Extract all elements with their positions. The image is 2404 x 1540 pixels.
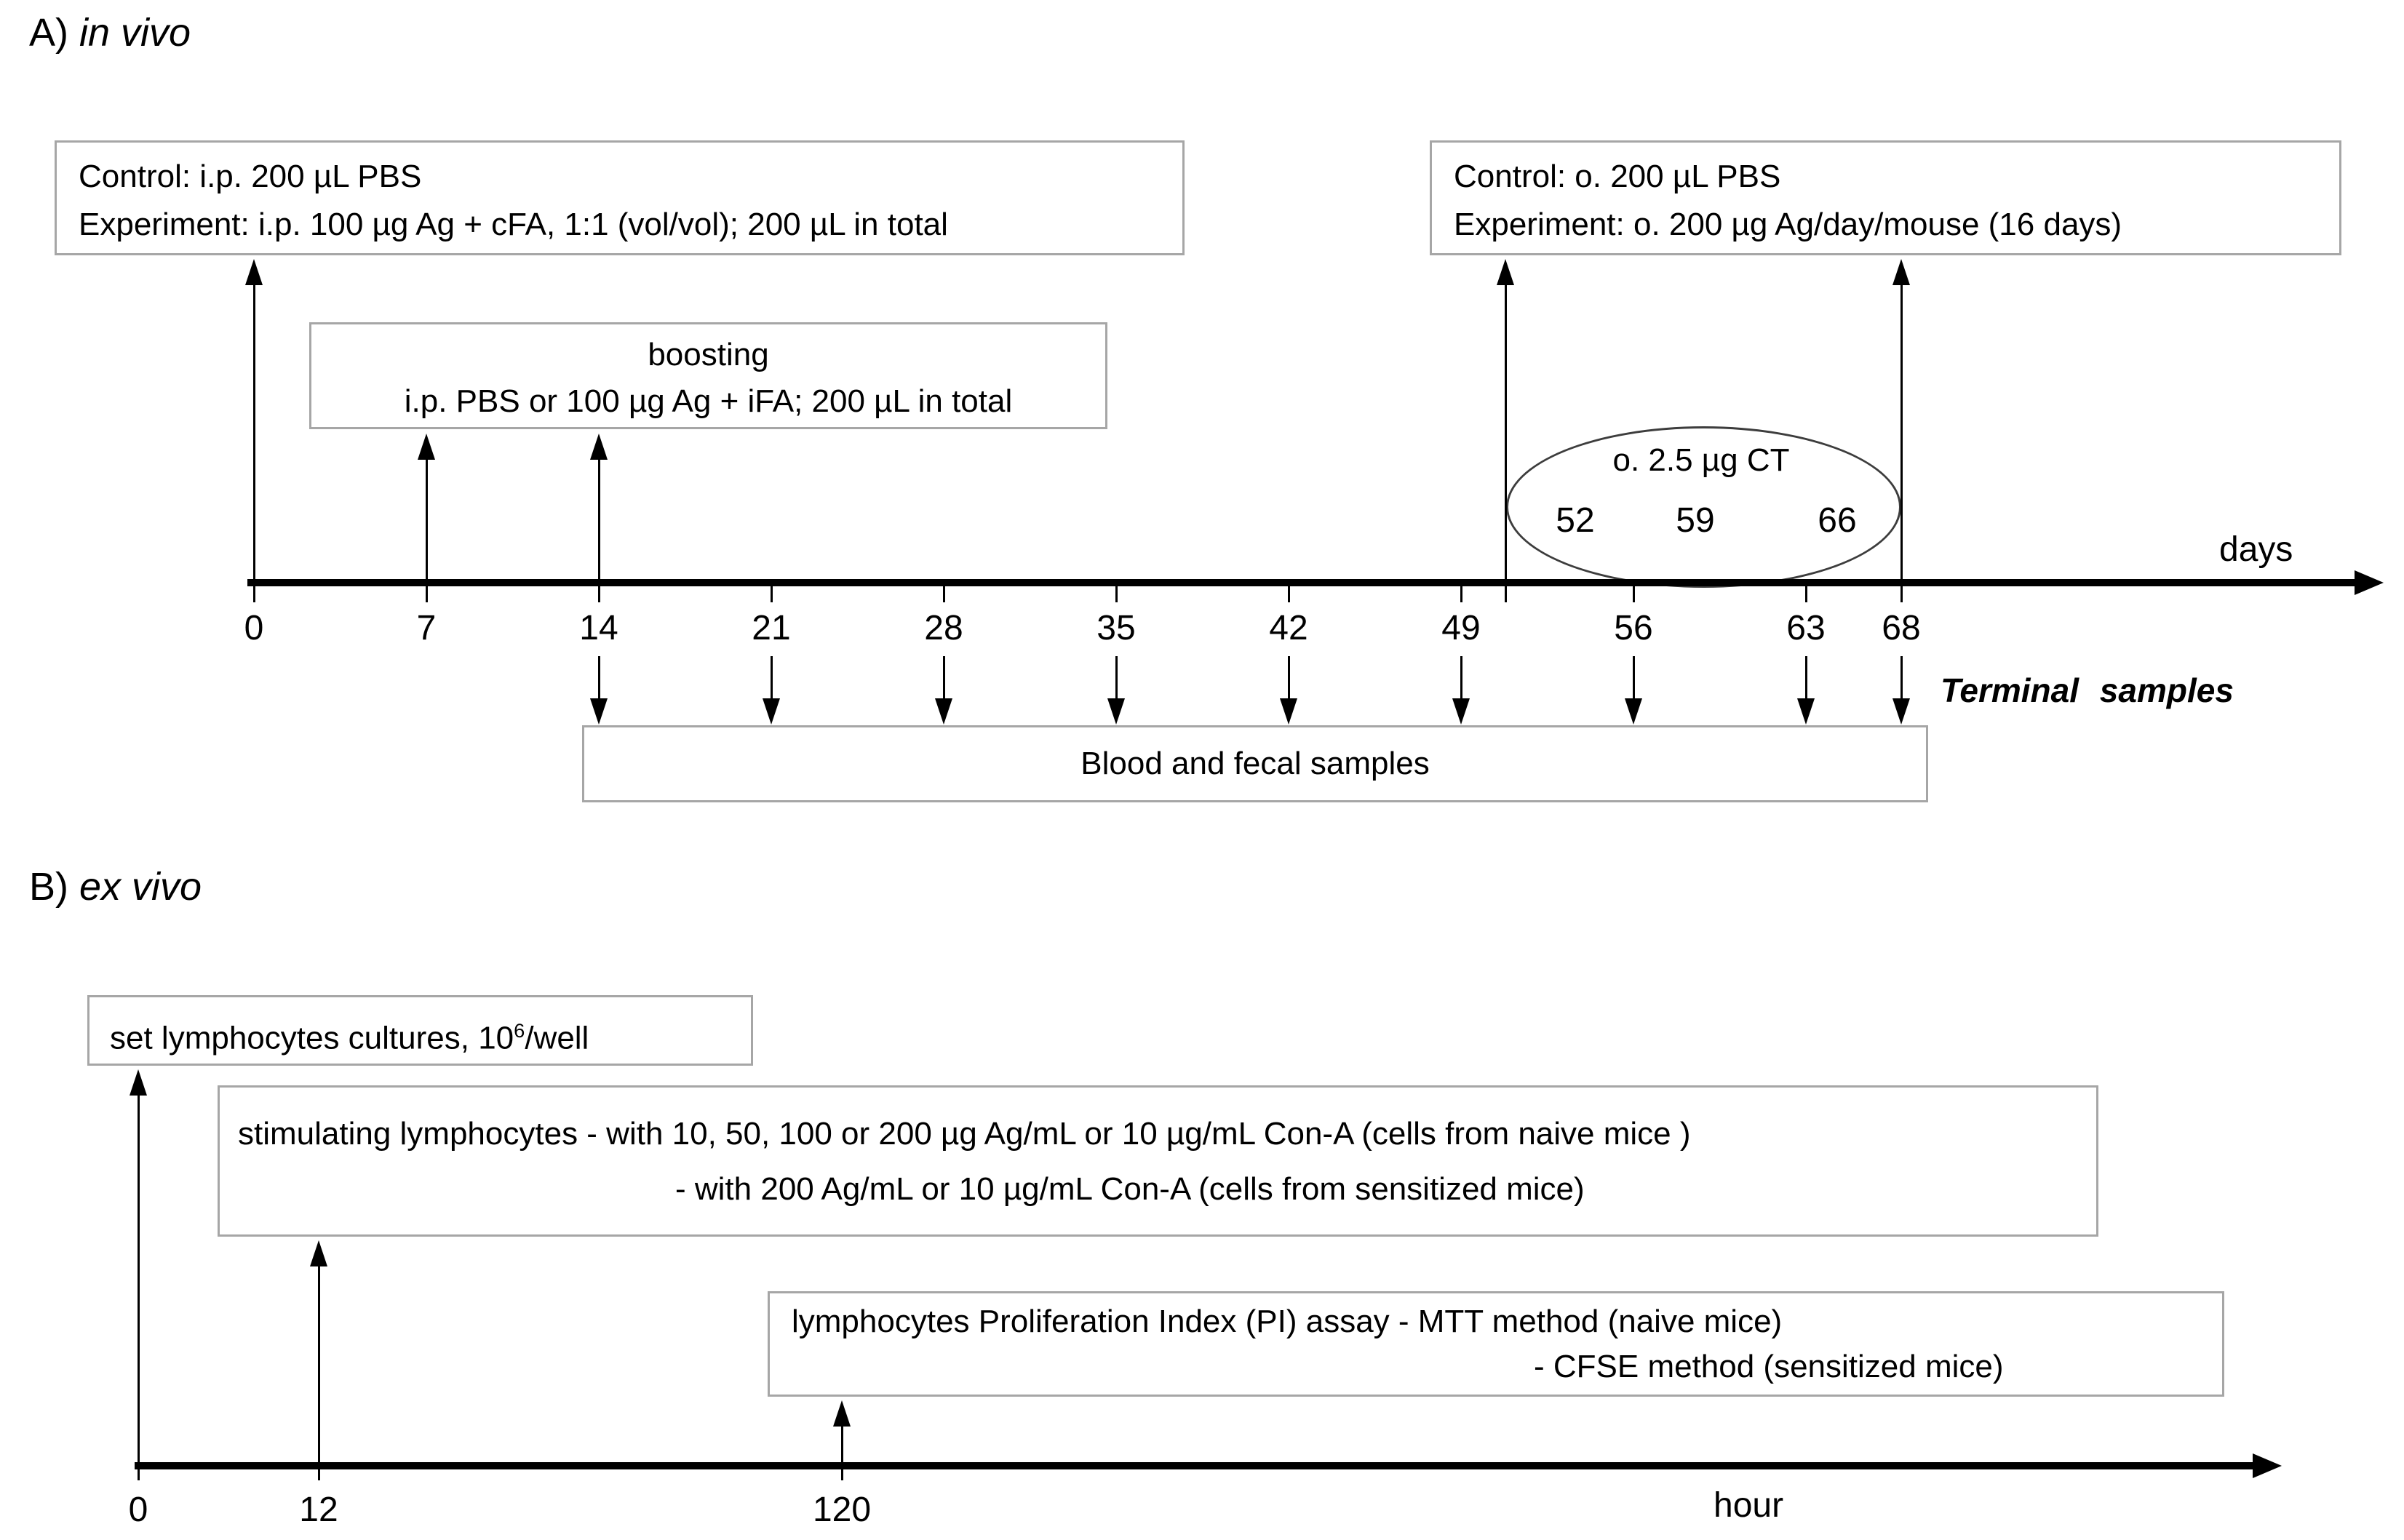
oral-line2: Experiment: o. 200 µg Ag/day/mouse (16 d… — [1454, 207, 2122, 242]
arrow-day14-line — [598, 457, 600, 602]
arrow-hour0-line — [138, 1093, 140, 1480]
sample-arrow-42-head-icon — [1280, 698, 1297, 725]
cultures-text-pre: set lymphocytes cultures, 10 — [110, 1020, 514, 1056]
oral-line1: Control: o. 200 µL PBS — [1454, 159, 1781, 194]
arrow-day0-line — [253, 282, 255, 602]
arrow-hour12-line — [318, 1264, 320, 1480]
panel-a-label: A) — [29, 11, 68, 55]
tick-day35 — [1115, 579, 1118, 602]
boosting-line2: i.p. PBS or 100 µg Ag + iFA; 200 µL in t… — [404, 383, 1013, 419]
boosting-box: boosting i.p. PBS or 100 µg Ag + iFA; 20… — [309, 322, 1107, 429]
axis-a-label-7: 7 — [416, 609, 437, 647]
arrow-hour0-head-icon — [130, 1069, 147, 1096]
stimulating-line2: - with 200 Ag/mL or 10 µg/mL Con-A (cell… — [675, 1171, 1585, 1207]
arrow-day14-head-icon — [590, 434, 608, 460]
timeline-b-axis — [135, 1462, 2256, 1469]
axis-b-label-12: 12 — [299, 1491, 338, 1529]
sample-arrow-49-line — [1460, 656, 1462, 701]
arrow-hour120-line — [841, 1424, 843, 1480]
arrow-hour120-head-icon — [833, 1400, 851, 1427]
sample-arrow-35-head-icon — [1107, 698, 1125, 725]
sample-arrow-14-line — [598, 656, 600, 701]
oral-challenge-box: Control: o. 200 µL PBS Experiment: o. 20… — [1430, 140, 2341, 255]
sample-arrow-56-line — [1633, 656, 1635, 701]
sample-arrow-63-line — [1805, 656, 1807, 701]
ct-day-52: 52 — [1556, 501, 1595, 540]
samples-label: Blood and fecal samples — [1080, 746, 1430, 781]
boosting-line1: boosting — [648, 337, 769, 372]
timeline-a-arrowhead-icon — [2355, 570, 2384, 595]
arrow-day7-head-icon — [418, 434, 435, 460]
ct-ellipse-label: o. 2.5 µg CT — [1612, 442, 1790, 478]
stimulating-box: stimulating lymphocytes - with 10, 50, 1… — [218, 1085, 2098, 1237]
arrow-oral-start-line — [1505, 282, 1507, 602]
sample-arrow-14-head-icon — [590, 698, 608, 725]
ct-day-66: 66 — [1818, 501, 1857, 540]
panel-b-title: B) ex vivo — [29, 864, 202, 909]
sample-arrow-28-head-icon — [935, 698, 952, 725]
axis-a-label-68: 68 — [1882, 609, 1921, 647]
timeline-a-axis — [247, 579, 2357, 586]
ct-day-59: 59 — [1676, 501, 1715, 540]
panel-a-title: A) in vivo — [29, 10, 191, 55]
arrow-oral-end-head-icon — [1892, 259, 1910, 285]
assay-line2: - CFSE method (sensitized mice) — [1534, 1349, 2004, 1384]
sample-arrow-42-line — [1288, 656, 1290, 701]
axis-a-label-14: 14 — [579, 609, 618, 647]
panel-b-label-italic: ex vivo — [79, 865, 202, 909]
cultures-text-post: /well — [525, 1020, 589, 1056]
arrow-day7-line — [426, 457, 428, 602]
tick-day28 — [943, 579, 945, 602]
axis-b-label-120: 120 — [812, 1491, 872, 1529]
sample-arrow-21-head-icon — [763, 698, 780, 725]
axis-b-label-0: 0 — [128, 1491, 148, 1529]
sample-arrow-68-head-icon — [1892, 698, 1910, 725]
timeline-b-arrowhead-icon — [2253, 1453, 2282, 1478]
axis-a-label-28: 28 — [924, 609, 963, 647]
axis-a-label-21: 21 — [752, 609, 791, 647]
sample-arrow-68-line — [1900, 656, 1903, 701]
tick-day56 — [1633, 579, 1635, 602]
axis-a-label-63: 63 — [1786, 609, 1826, 647]
axis-a-label-35: 35 — [1096, 609, 1136, 647]
samples-box: Blood and fecal samples — [582, 725, 1928, 802]
assay-line1: lymphocytes Proliferation Index (PI) ass… — [792, 1304, 1783, 1339]
immunization-line1: Control: i.p. 200 µL PBS — [79, 159, 422, 194]
ct-ellipse — [1506, 426, 1901, 588]
axis-a-label-42: 42 — [1269, 609, 1308, 647]
tick-day63 — [1805, 579, 1807, 602]
sample-arrow-49-head-icon — [1452, 698, 1470, 725]
axis-a-label-56: 56 — [1614, 609, 1653, 647]
immunization-box: Control: i.p. 200 µL PBS Experiment: i.p… — [55, 140, 1185, 255]
sample-arrow-28-line — [943, 656, 945, 701]
arrow-day0-head-icon — [245, 259, 263, 285]
tick-day49 — [1460, 579, 1462, 602]
panel-a-label-italic: in vivo — [79, 11, 191, 55]
sample-arrow-56-head-icon — [1625, 698, 1642, 725]
sample-arrow-63-head-icon — [1797, 698, 1815, 725]
axis-a-label-49: 49 — [1441, 609, 1481, 647]
panel-b-label: B) — [29, 865, 68, 909]
tick-day21 — [771, 579, 773, 602]
cultures-sup: 6 — [514, 1019, 525, 1042]
tick-day42 — [1288, 579, 1290, 602]
arrow-oral-end-line — [1900, 282, 1903, 602]
arrow-oral-start-head-icon — [1497, 259, 1514, 285]
cultures-box: set lymphocytes cultures, 106/well — [87, 995, 753, 1066]
arrow-hour12-head-icon — [310, 1240, 327, 1266]
assay-box: lymphocytes Proliferation Index (PI) ass… — [768, 1291, 2224, 1397]
stimulating-line1: stimulating lymphocytes - with 10, 50, 1… — [238, 1116, 1691, 1152]
axis-a-label-0: 0 — [244, 609, 264, 647]
sample-arrow-35-line — [1115, 656, 1118, 701]
immunization-line2: Experiment: i.p. 100 µg Ag + cFA, 1:1 (v… — [79, 207, 948, 242]
sample-arrow-21-line — [771, 656, 773, 701]
timeline-a-unit: days — [2219, 530, 2293, 569]
timeline-b-unit: hour — [1714, 1486, 1784, 1525]
terminal-samples-label: Terminal samples — [1941, 671, 2234, 709]
